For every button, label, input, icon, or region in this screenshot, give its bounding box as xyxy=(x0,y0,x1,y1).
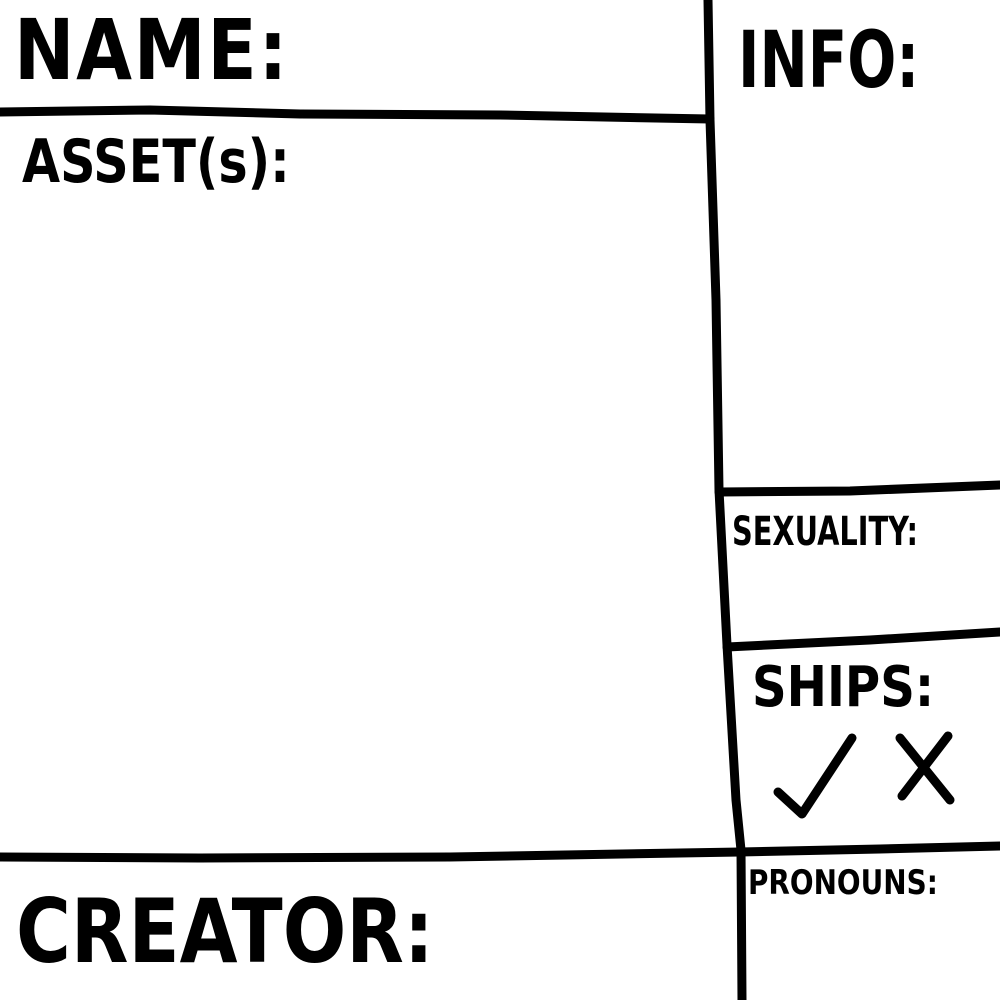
assets-label: ASSET(s): xyxy=(22,127,290,197)
name-field[interactable] xyxy=(340,10,690,105)
sexuality-label: SEXUALITY: xyxy=(732,509,918,555)
sexuality-divider xyxy=(714,480,1000,497)
pronouns-field[interactable] xyxy=(752,905,992,995)
ships-label: SHIPS: xyxy=(752,655,935,720)
creator-label: CREATOR: xyxy=(16,880,434,983)
creator-field[interactable] xyxy=(440,870,725,990)
sexuality-field[interactable] xyxy=(735,560,990,635)
pronouns-label: PRONOUNS: xyxy=(748,863,938,903)
name-divider xyxy=(0,105,715,124)
ships-divider xyxy=(722,627,1000,652)
creator-divider xyxy=(0,841,1000,863)
assets-field[interactable] xyxy=(15,210,695,840)
info-label: INFO: xyxy=(738,16,920,106)
main-vertical-divider xyxy=(703,0,747,1000)
check-icon[interactable] xyxy=(770,730,860,820)
info-field[interactable] xyxy=(730,110,990,480)
name-label: NAME: xyxy=(14,1,290,99)
x-icon[interactable] xyxy=(892,730,962,810)
